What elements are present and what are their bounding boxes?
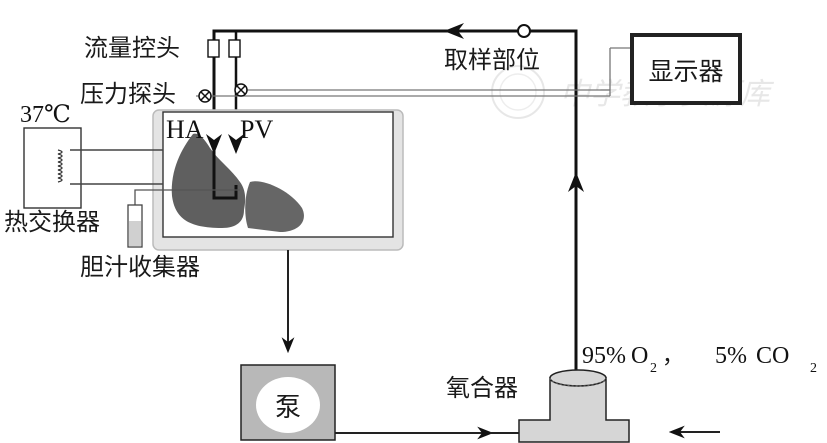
- gas-o2-formula: O: [631, 343, 648, 369]
- flow-probe-ha-icon: [207, 39, 220, 58]
- gas-co2-pct: 5%: [715, 343, 747, 369]
- cannulas: [206, 134, 244, 200]
- sampling-site-label: 取样部位: [444, 46, 540, 74]
- pressure-probe-ha-icon: [198, 89, 212, 103]
- pressure-probe-label: 压力探头: [80, 80, 176, 108]
- liver-icon: [171, 133, 304, 232]
- pump-rotor-icon: [256, 377, 320, 433]
- heating-coil-icon: [57, 149, 63, 183]
- temperature-label: 37℃: [20, 102, 71, 128]
- gas-mixture-label: 95% O 2 ， 5% CO 2: [582, 343, 817, 376]
- ha-label: HA: [166, 115, 204, 144]
- display-box: [630, 33, 742, 105]
- gas-co2-sub: 2: [810, 361, 817, 376]
- gas-o2-pct: 95%: [582, 343, 626, 369]
- oxygenator-label: 氧合器: [446, 374, 518, 402]
- oxygenator-icon: [518, 369, 630, 443]
- sampling-port-icon: [517, 24, 531, 38]
- pv-label: PV: [240, 115, 273, 144]
- bile-tube: [134, 189, 240, 205]
- pump-label: 泵: [275, 393, 301, 423]
- gas-o2-sub: 2: [650, 361, 657, 376]
- heat-exchanger-tubes: [70, 149, 163, 185]
- flow-probe-pv-icon: [228, 39, 241, 58]
- heat-exchanger-label: 热交换器: [4, 208, 100, 236]
- heat-exchanger-box: [23, 127, 82, 209]
- bile-collector-label: 胆汁收集器: [80, 253, 200, 281]
- bile-fluid: [129, 221, 141, 246]
- flow-probe-label: 流量控头: [84, 34, 180, 62]
- gas-co2-formula: CO: [756, 343, 789, 369]
- pressure-probe-pv-icon: [234, 83, 248, 97]
- pressure-signal-lines: [196, 47, 632, 97]
- display-label: 显示器: [648, 57, 723, 86]
- gas-separator: ，: [662, 344, 684, 369]
